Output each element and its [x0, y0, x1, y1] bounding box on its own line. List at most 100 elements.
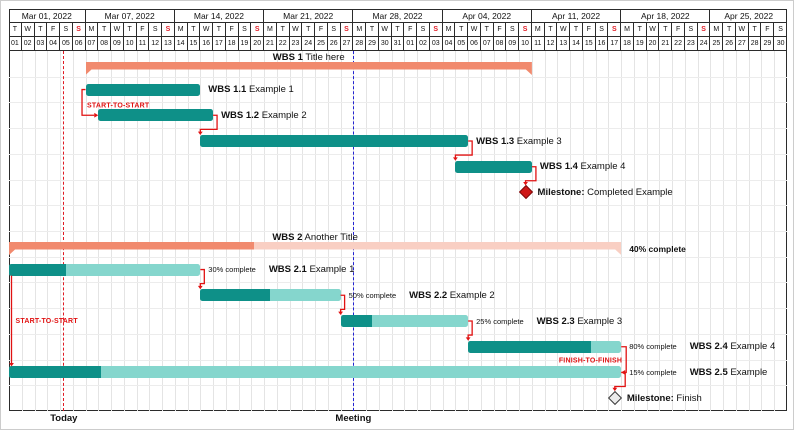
task-progress-fill: [9, 263, 67, 276]
task-bar: [200, 135, 469, 147]
grid-line-horizontal: [9, 333, 787, 335]
milestone-label: Milestone: Completed Example: [537, 186, 673, 198]
day-number: 18: [225, 37, 239, 51]
task-name: WBS 1.4 Example 4: [539, 161, 626, 173]
day-number: 29: [366, 37, 379, 51]
day-number: 25: [315, 37, 328, 51]
day-number: 11: [136, 37, 150, 51]
meeting-label: Meeting: [335, 413, 372, 424]
task-name: WBS 2.2 Example 2: [409, 289, 495, 301]
day-number: 26: [723, 37, 736, 51]
day-number: 22: [276, 37, 290, 51]
label-bold-part: WBS 2.3: [536, 315, 575, 327]
grid-line-horizontal: [9, 205, 787, 207]
weekday-letter: W: [111, 23, 124, 37]
day-number: 31: [391, 37, 405, 51]
day-number: 27: [340, 37, 354, 51]
day-number: 01: [404, 37, 418, 51]
day-number: 07: [85, 37, 99, 51]
day-number: 08: [98, 37, 112, 51]
grid-line-horizontal: [9, 128, 787, 130]
grid-line-horizontal: [9, 385, 787, 387]
weekday-letter: T: [276, 23, 290, 37]
grid-line-horizontal: [9, 102, 787, 104]
weekday-letter: T: [544, 23, 558, 37]
label-bold-part: WBS 2.4: [689, 341, 728, 353]
day-number: 06: [468, 37, 481, 51]
group-title: WBS 2 Another Title: [272, 231, 358, 243]
week-label: Mar 07, 2022: [85, 9, 175, 23]
weekday-letter: S: [608, 23, 622, 37]
milestone-diamond-icon: [607, 391, 622, 406]
task-progress-fill: [200, 289, 271, 302]
task-bar: [9, 366, 622, 379]
weekday-letter: W: [557, 23, 571, 37]
today-label: Today: [50, 413, 78, 424]
day-number: 24: [302, 37, 316, 51]
group-bar: [86, 62, 532, 75]
task-bar: [468, 340, 622, 353]
task-progress-fill: [340, 315, 373, 327]
weekday-letter: S: [162, 23, 175, 37]
weekday-letter: T: [480, 23, 494, 37]
weekday-letter: T: [748, 23, 762, 37]
task-name: WBS 2.4 Example 4: [689, 341, 776, 353]
weekday-letter: F: [136, 23, 150, 37]
grid-line-horizontal: [9, 282, 787, 284]
day-number: 16: [200, 37, 214, 51]
day-number: 24: [697, 37, 711, 51]
day-number: 15: [582, 37, 596, 51]
weekday-letter: S: [149, 23, 163, 37]
weekday-letter: F: [582, 23, 596, 37]
week-label: Apr 25, 2022: [710, 9, 787, 23]
task-progress-fill: [9, 366, 101, 379]
day-number: 03: [34, 37, 48, 51]
weekday-letter: S: [519, 23, 532, 37]
weekday-letter: S: [506, 23, 520, 37]
task-label: WBS 1.2 Example 2: [221, 109, 307, 121]
weekday-letter: M: [85, 23, 99, 37]
label-bold-part: WBS 2.1: [268, 264, 307, 276]
day-number: 09: [111, 37, 124, 51]
milestone-diamond-icon: [518, 185, 533, 200]
group-progress-label: 40% complete: [629, 244, 686, 254]
week-label: Apr 04, 2022: [442, 9, 532, 23]
week-label: Apr 18, 2022: [621, 9, 711, 23]
day-number: 08: [493, 37, 507, 51]
weekday-letter: S: [327, 23, 341, 37]
weekday-letter: M: [264, 23, 277, 37]
grid-line-horizontal: [9, 256, 787, 258]
weekday-letter: W: [289, 23, 303, 37]
day-number: 04: [47, 37, 60, 51]
task-bar: [98, 109, 214, 122]
day-number: 20: [251, 37, 265, 51]
day-number: 12: [149, 37, 163, 51]
task-label: WBS 1.3 Example 3: [476, 135, 562, 147]
task-progress-label: 80% complete: [629, 342, 677, 352]
task-bar: [340, 315, 469, 327]
day-number: 30: [774, 37, 787, 51]
day-number: 23: [289, 37, 303, 51]
day-number: 21: [659, 37, 673, 51]
task-label: WBS 1.4 Example 4: [540, 161, 626, 173]
task-label: 80% complete WBS 2.4 Example 4: [629, 341, 775, 353]
weekday-letter: S: [774, 23, 787, 37]
label-bold-part: WBS 1.3: [476, 135, 515, 147]
weekday-letter: T: [455, 23, 469, 37]
task-progress-label: 30% complete: [208, 265, 256, 275]
week-label: Mar 28, 2022: [353, 9, 443, 23]
day-number: 13: [557, 37, 571, 51]
task-bar: [455, 160, 532, 173]
weekday-letter: S: [417, 23, 430, 37]
weekday-letter: T: [391, 23, 405, 37]
task-name: WBS 1.1 Example 1: [208, 84, 294, 96]
link-label: FINISH-TO-FINISH: [559, 357, 622, 364]
weekday-letter: F: [225, 23, 239, 37]
weekday-letter: T: [659, 23, 673, 37]
